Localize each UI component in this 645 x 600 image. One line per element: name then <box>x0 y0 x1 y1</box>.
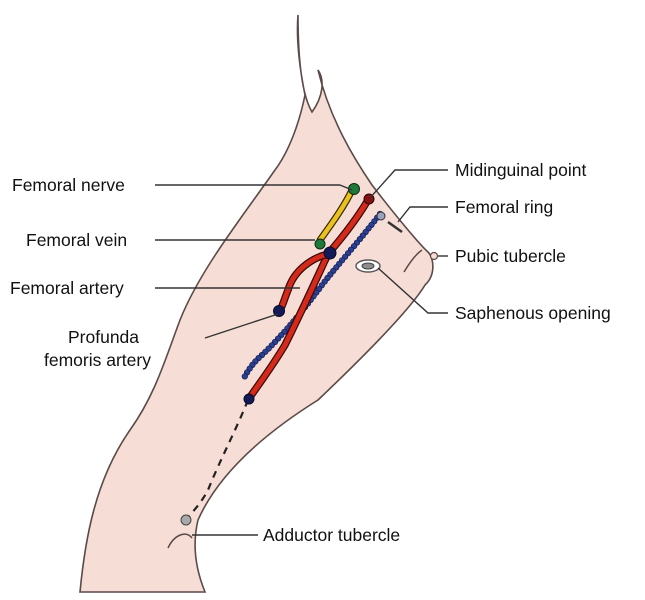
pubic-tubercle-marker <box>431 253 438 260</box>
label-femoral-nerve: Femoral nerve <box>12 175 125 195</box>
label-profunda-line1: Profunda <box>68 327 139 347</box>
artery-end-point <box>244 394 254 404</box>
label-femoral-artery: Femoral artery <box>10 278 124 298</box>
thigh-outline <box>80 15 433 592</box>
label-profunda-line2: femoris artery <box>44 350 151 370</box>
label-femoral-vein: Femoral vein <box>26 230 127 250</box>
label-femoral-ring: Femoral ring <box>455 197 553 217</box>
label-pubic-tubercle: Pubic tubercle <box>455 246 566 266</box>
femoral-artery-point <box>324 247 336 259</box>
label-midinguinal-point: Midinguinal point <box>455 160 586 180</box>
femoral-ring-marker <box>377 212 385 220</box>
adductor-tubercle-marker <box>181 515 191 525</box>
label-saphenous-opening: Saphenous opening <box>455 303 611 323</box>
label-adductor-tubercle: Adductor tubercle <box>263 525 400 545</box>
femoral-vein-point <box>315 239 325 249</box>
femoral-vein-dot <box>242 374 248 380</box>
